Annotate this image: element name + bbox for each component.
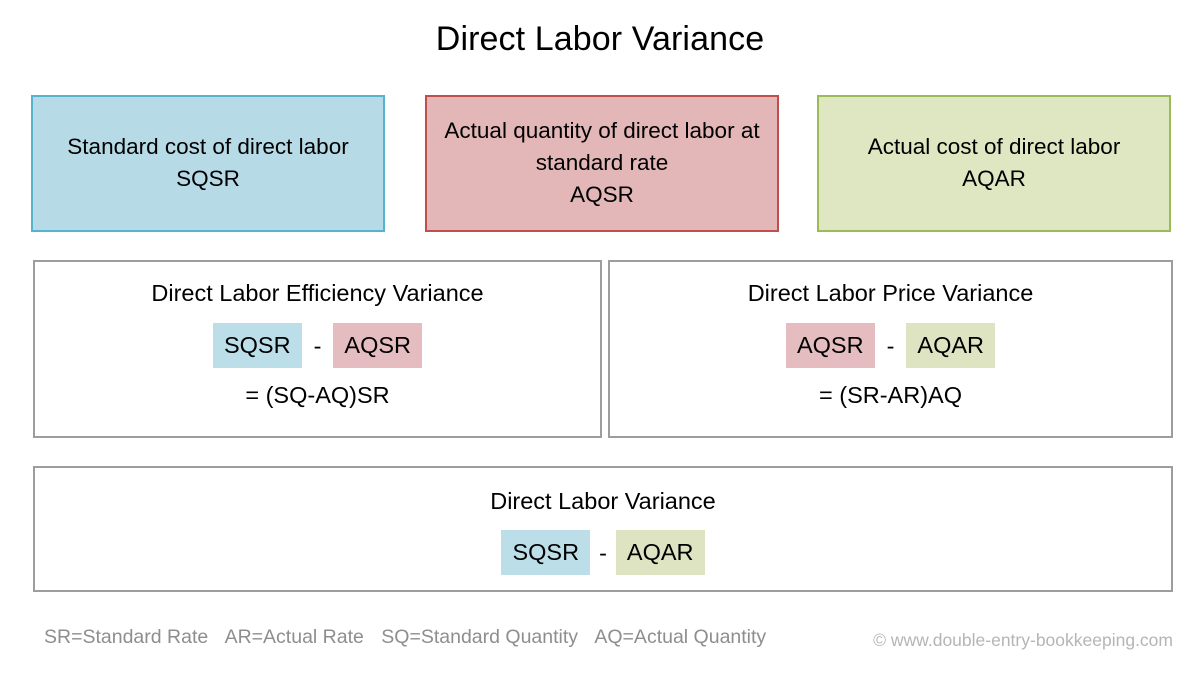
formula-row: SQSR - AQSR [212,323,423,368]
panel-title: Direct Labor Price Variance [747,280,1034,306]
chip-aqar: AQAR [906,323,996,368]
abbreviation-legend: SR=Standard Rate AR=Actual Rate SQ=Stand… [44,624,766,650]
component-code: SQSR [176,165,240,191]
formula-row: AQSR - AQAR [785,323,996,368]
legend-item-aq: AQ=Actual Quantity [594,626,767,648]
copyright-credit: © www.double-entry-bookkeeping.com [873,630,1173,650]
component-box-aqsr: Actual quantity of direct labor at stand… [425,95,779,232]
formula-row: SQSR - AQAR [501,530,705,575]
legend-item-sr: SR=Standard Rate [44,626,209,648]
component-box-sqsr: Standard cost of direct labor SQSR [31,95,385,232]
panel-price-variance: Direct Labor Price Variance AQSR - AQAR … [608,260,1173,438]
panel-title: Direct Labor Efficiency Variance [151,280,484,306]
minus-operator: - [313,332,322,359]
panel-efficiency-variance: Direct Labor Efficiency Variance SQSR - … [33,260,602,438]
page-title: Direct Labor Variance [435,20,765,58]
legend-item-sq: SQ=Standard Quantity [381,626,579,648]
component-description: Actual quantity of direct labor at stand… [444,117,760,175]
chip-aqar: AQAR [615,530,705,575]
formula-result: = (SQ-AQ)SR [245,382,390,408]
component-box-aqar: Actual cost of direct labor AQAR [817,95,1171,232]
formula-result: = (SR-AR)AQ [819,382,962,408]
component-code: AQSR [570,181,634,207]
minus-operator: - [599,539,607,566]
chip-sqsr: SQSR [501,530,591,575]
panel-total-variance: Direct Labor Variance SQSR - AQAR [33,466,1173,592]
chip-aqsr: AQSR [785,323,875,368]
component-description: Standard cost of direct labor [67,133,349,159]
panel-title: Direct Labor Variance [490,488,716,514]
legend-item-ar: AR=Actual Rate [224,626,364,648]
chip-sqsr: SQSR [212,323,302,368]
component-description: Actual cost of direct labor [867,133,1121,159]
chip-aqsr: AQSR [333,323,423,368]
minus-operator: - [886,332,895,359]
component-code: AQAR [962,165,1026,191]
